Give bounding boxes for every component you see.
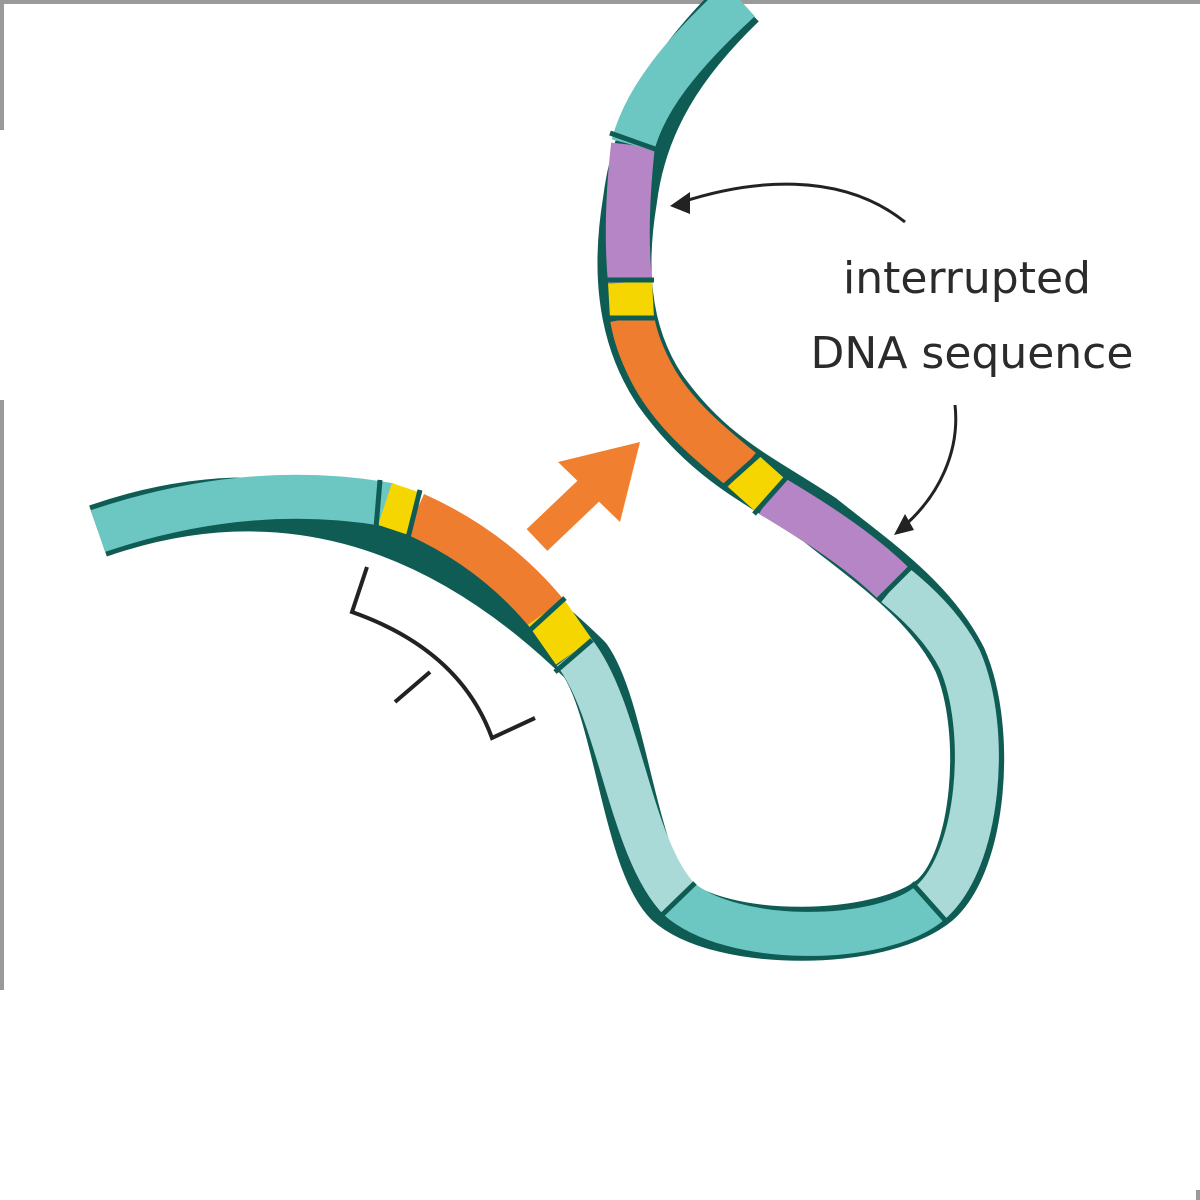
callout-arrowhead-lower <box>894 514 914 535</box>
segment-teal-left <box>91 474 394 552</box>
callout-arrowhead-upper <box>670 192 690 214</box>
segment-purple-upper <box>605 142 655 285</box>
segment-teal-bottom <box>663 880 945 956</box>
segment-yellow-left-1 <box>378 483 422 535</box>
segment-lightteal-lower <box>556 638 697 916</box>
segment-teal-top <box>611 0 755 152</box>
segment-yellow-left-2 <box>527 599 593 665</box>
label-line-2: DNA sequence <box>811 328 1134 379</box>
segment-lightteal-right <box>881 567 999 920</box>
segment-purple-lower <box>758 475 911 601</box>
bracket-annotation <box>349 566 536 741</box>
callout-arrow-lower <box>902 404 958 529</box>
segment-orange-right <box>610 313 756 488</box>
segment-orange-left <box>405 493 566 630</box>
callout-arrows <box>670 182 958 535</box>
callout-arrow-upper <box>681 182 906 224</box>
direction-arrow[interactable] <box>526 442 640 551</box>
dna-strand <box>89 0 1005 961</box>
label-line-1: interrupted <box>843 253 1091 304</box>
segment-yellow-right-1 <box>727 453 785 512</box>
segment-yellow-right-2 <box>608 280 654 320</box>
dna-strand-outline <box>89 0 1005 961</box>
segment-dividers <box>373 130 947 922</box>
